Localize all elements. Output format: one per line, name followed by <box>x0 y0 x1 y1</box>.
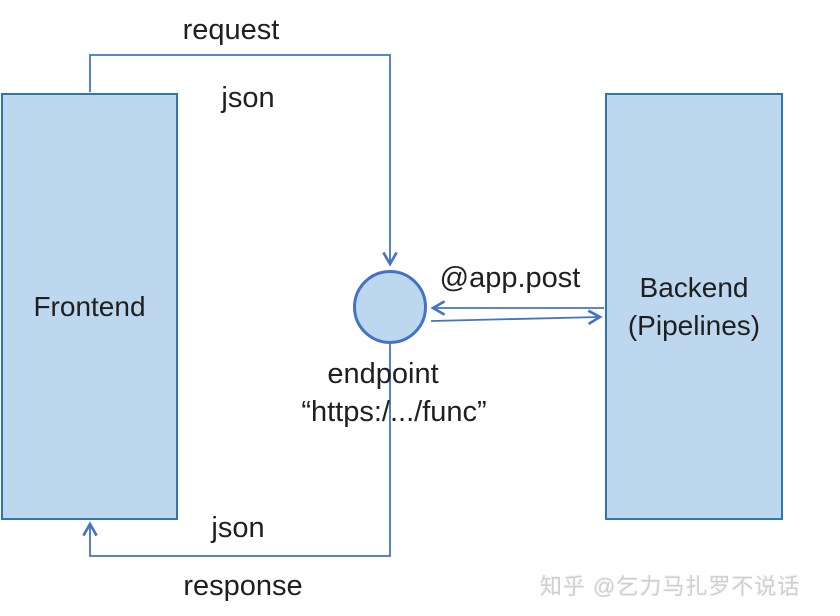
backend-subtitle: (Pipelines) <box>627 309 761 341</box>
watermark: 知乎 @乞力马扎罗不说话 <box>540 574 801 599</box>
request-label: request <box>182 14 280 46</box>
endpoint-url-label: “https:/.../func” <box>301 396 487 428</box>
apppost-arrow-to-backend <box>430 309 603 326</box>
backend-node[interactable]: Backend (Pipelines) <box>605 93 783 520</box>
app-post-label: @app.post <box>439 262 581 294</box>
response-label: response <box>183 570 303 602</box>
frontend-label: Frontend <box>33 290 146 322</box>
frontend-node[interactable]: Frontend <box>1 93 178 520</box>
backend-title: Backend <box>639 271 749 303</box>
json-request-label: json <box>221 82 275 114</box>
endpoint-label: endpoint <box>327 358 439 390</box>
endpoint-circle[interactable] <box>353 270 427 344</box>
json-response-label: json <box>211 512 265 544</box>
